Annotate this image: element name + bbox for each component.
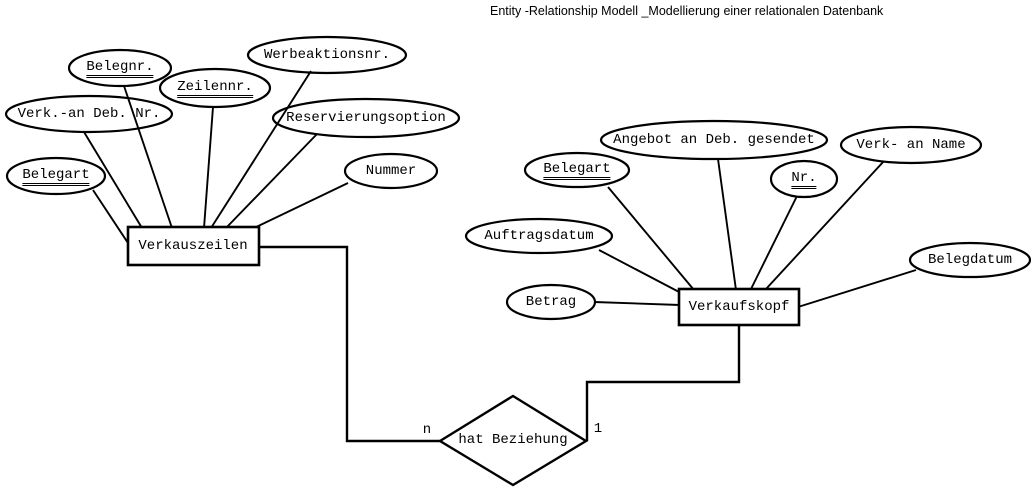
attribute-line-verk-an-deb-nr bbox=[83, 131, 143, 229]
attribute-label-nummer: Nummer bbox=[365, 163, 417, 179]
attribute-ellipse-belegart-left bbox=[5, 156, 107, 196]
cardinality-n-label: n bbox=[422, 422, 432, 438]
attribute-line-werbeaktionsnr bbox=[210, 70, 312, 229]
attribute-label-reservierungsoption: Reservierungsoption bbox=[286, 110, 446, 126]
attribute-ellipse-nr bbox=[769, 159, 839, 199]
relationship-connector-left bbox=[259, 245, 440, 443]
attribute-label-angebot-an-deb-gesendet: Angebot an Deb. gesendet bbox=[613, 132, 815, 148]
attribute-line-zeilennr bbox=[203, 106, 214, 229]
attribute-line-belegart-left bbox=[92, 189, 131, 247]
attribute-label-nr: Nr. bbox=[791, 170, 817, 189]
attribute-line-reservierungsoption bbox=[225, 133, 318, 229]
attribute-label-verk-an-deb-nr: Verk.-an Deb. Nr. bbox=[17, 106, 161, 122]
relationship-label: hat Beziehung bbox=[458, 432, 568, 448]
attribute-label-belegdatum: Belegdatum bbox=[927, 252, 1013, 268]
attribute-label-verk-an-name: Verk- an Name bbox=[856, 137, 966, 153]
attribute-label-werbeaktionsnr: Werbeaktionsnr. bbox=[263, 47, 391, 63]
attribute-ellipse-nummer bbox=[343, 152, 439, 190]
attribute-line-nr bbox=[750, 195, 798, 290]
attribute-label-auftragsdatum: Auftragsdatum bbox=[484, 228, 594, 244]
attribute-line-nummer bbox=[249, 182, 349, 231]
attribute-line-belegdatum bbox=[797, 269, 917, 308]
attribute-line-betrag bbox=[593, 301, 681, 306]
attribute-label-belegart-right: Belegart bbox=[543, 161, 611, 180]
relationship-connector-right bbox=[585, 324, 741, 441]
attribute-label-betrag: Betrag bbox=[525, 294, 577, 310]
attribute-ellipse-reservierungsoption bbox=[271, 97, 461, 139]
attribute-line-belegart-right bbox=[607, 186, 695, 291]
attribute-line-verk-an-name bbox=[765, 160, 885, 290]
relationship-diamond bbox=[437, 394, 589, 487]
attribute-label-belegnr: Belegnr. bbox=[86, 59, 154, 78]
attribute-label-belegart-left: Belegart bbox=[22, 167, 90, 186]
cardinality-1-label: 1 bbox=[593, 421, 603, 437]
attribute-ellipse-belegart-right bbox=[523, 151, 631, 189]
attribute-ellipse-auftragsdatum bbox=[464, 217, 614, 255]
page-title: Entity -Relationship Modell _Modellierun… bbox=[490, 4, 884, 18]
attribute-ellipse-verk-an-name bbox=[839, 125, 983, 165]
attribute-ellipse-zeilennr bbox=[158, 67, 272, 109]
attribute-ellipse-belegnr bbox=[67, 48, 173, 88]
entity-label-verkauszeilen: Verkauszeilen bbox=[138, 238, 248, 254]
attribute-line-auftragsdatum bbox=[598, 249, 682, 294]
entity-label-verkaufskopf: Verkaufskopf bbox=[688, 299, 790, 315]
attribute-ellipse-werbeaktionsnr bbox=[246, 35, 408, 75]
attribute-ellipse-belegdatum bbox=[908, 241, 1031, 279]
entity-rect-verkaufskopf bbox=[677, 287, 801, 327]
attribute-line-belegnr bbox=[123, 85, 173, 229]
entity-rect-verkauszeilen bbox=[126, 225, 261, 267]
attribute-ellipse-angebot-an-deb-gesendet bbox=[599, 119, 829, 161]
attribute-label-zeilennr: Zeilennr. bbox=[177, 79, 253, 98]
attribute-line-angebot-an-deb-gesendet bbox=[717, 158, 737, 291]
